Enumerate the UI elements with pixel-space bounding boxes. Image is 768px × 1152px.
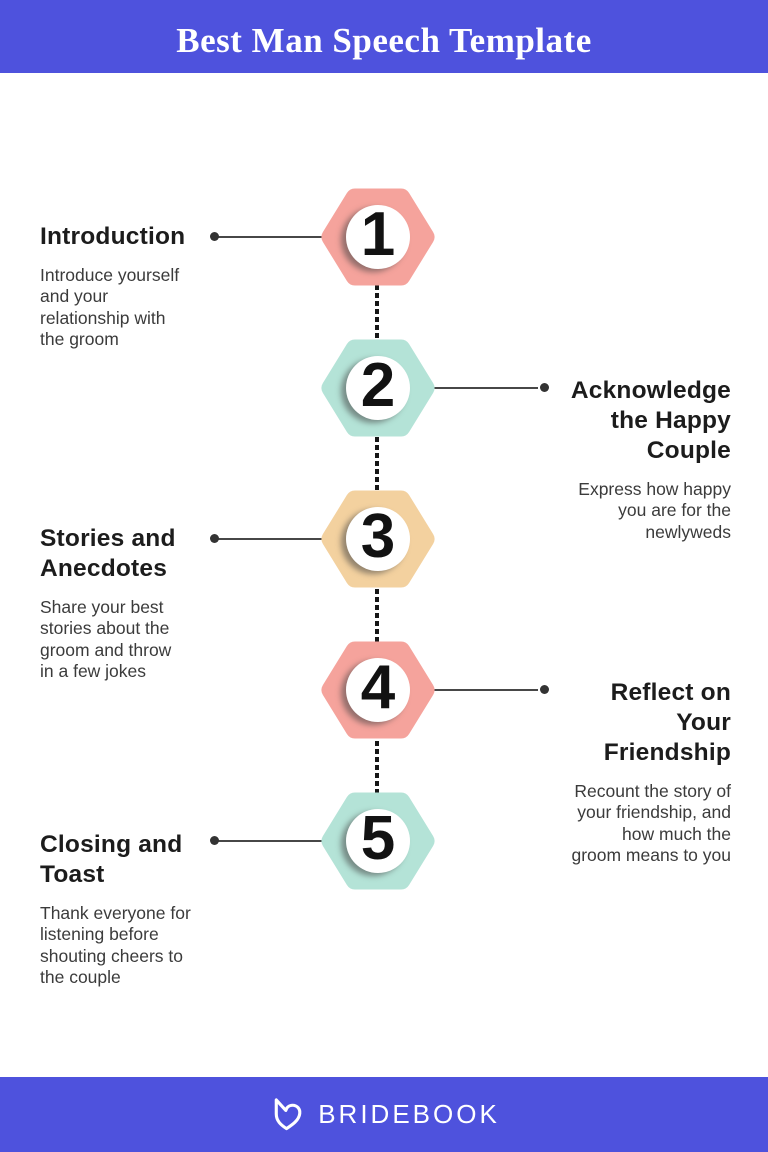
- step1-title: Introduction: [40, 223, 186, 250]
- connector-line-step1: [217, 236, 322, 238]
- step3-title: Stories and Anecdotes: [40, 525, 176, 582]
- connector-line-step3: [217, 538, 322, 540]
- step3-text-block: Stories and Anecdotes Share your best st…: [40, 524, 230, 683]
- step1-number: 1: [360, 200, 396, 269]
- step5-hexagon: 5: [321, 791, 435, 891]
- connector-dot-step3: [210, 534, 219, 543]
- brand-name: BRIDEBOOK: [318, 1099, 500, 1129]
- step5-text-block: Closing and Toast Thank everyone for lis…: [40, 830, 230, 989]
- step3-hexagon: 3: [321, 489, 435, 589]
- step2-text-block: Acknowledge the Happy Couple Express how…: [506, 376, 731, 543]
- connector-dot-step2: [540, 383, 549, 392]
- step1-hexagon: 1: [321, 187, 435, 287]
- step1-text-block: Introduction Introduce yourself and your…: [40, 222, 230, 351]
- step2-hexagon: 2: [321, 338, 435, 438]
- connector-dot-step5: [210, 836, 219, 845]
- connector-dot-step4: [540, 685, 549, 694]
- step2-number-circle: 2: [346, 351, 410, 420]
- step5-number: 5: [360, 804, 396, 873]
- title-banner: Best Man Speech Template: [0, 0, 768, 73]
- brand-banner: BRIDEBOOK: [0, 1077, 768, 1152]
- connector-dot-step1: [210, 232, 219, 241]
- step5-title: Closing and Toast: [40, 831, 183, 888]
- step3-description: Share your best stories about the groom …: [40, 597, 172, 682]
- step4-text-block: Reflect on Your Friendship Recount the s…: [506, 678, 731, 867]
- step4-description: Recount the story of your friendship, an…: [571, 781, 731, 866]
- step5-number-circle: 5: [346, 804, 410, 873]
- step4-hexagon: 4: [321, 640, 435, 740]
- step4-number: 4: [360, 653, 396, 722]
- step3-number-circle: 3: [346, 502, 410, 571]
- step4-number-circle: 4: [346, 653, 410, 722]
- connector-line-step4: [434, 689, 538, 691]
- step5-description: Thank everyone for listening before shou…: [40, 903, 191, 988]
- step2-title: Acknowledge the Happy Couple: [570, 377, 731, 464]
- step2-number: 2: [360, 351, 396, 420]
- step3-number: 3: [360, 502, 396, 571]
- bridebook-heart-icon: [274, 1098, 302, 1131]
- step1-description: Introduce yourself and your relationship…: [40, 265, 180, 350]
- connector-line-step5: [217, 840, 322, 842]
- step2-description: Express how happy you are for the newlyw…: [578, 479, 731, 542]
- page-title: Best Man Speech Template: [176, 20, 592, 60]
- step4-title: Reflect on Your Friendship: [603, 679, 731, 766]
- step1-number-circle: 1: [346, 200, 410, 269]
- connector-line-step2: [434, 387, 538, 389]
